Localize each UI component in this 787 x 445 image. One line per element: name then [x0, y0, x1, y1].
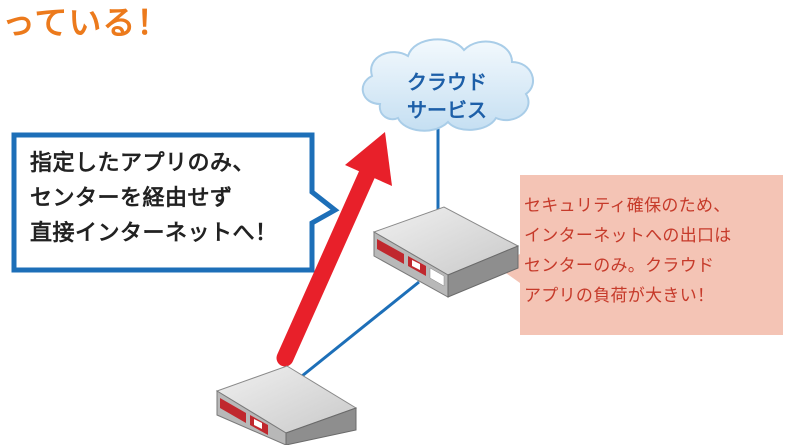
branch-router-icon — [215, 365, 358, 445]
cloud-shape — [361, 38, 534, 132]
router-link-line — [301, 280, 420, 378]
direct-internet-arrow-head — [345, 132, 392, 186]
callout-line: 指定したアプリのみ、 — [30, 151, 256, 176]
callout-line: 直接インターネットへ！ — [30, 221, 278, 246]
cloud-label-line: サービス — [407, 98, 487, 122]
direct-internet-arrow-shaft — [276, 163, 377, 367]
cloud-service-label: クラウド サービス — [392, 68, 502, 124]
note-line: インターネットへの出口は — [524, 226, 732, 246]
cloud-label-line: クラウド — [407, 70, 487, 94]
note-line: アプリの負荷が大きい！ — [524, 286, 715, 306]
callout-box — [11, 132, 340, 273]
callout-text: 指定したアプリのみ、 センターを経由せず 直接インターネットへ！ — [30, 146, 290, 251]
note-line: セキュリティ確保のため、 — [524, 196, 731, 216]
note-line: センターのみ。クラウド — [524, 256, 715, 276]
callout-line: センターを経由せず — [30, 186, 233, 211]
center-router-icon — [372, 206, 520, 298]
note-box — [496, 175, 783, 335]
headline: っている！ — [2, 3, 171, 42]
note-text: セキュリティ確保のため、 インターネットへの出口は センターのみ。クラウド アプ… — [524, 191, 786, 311]
